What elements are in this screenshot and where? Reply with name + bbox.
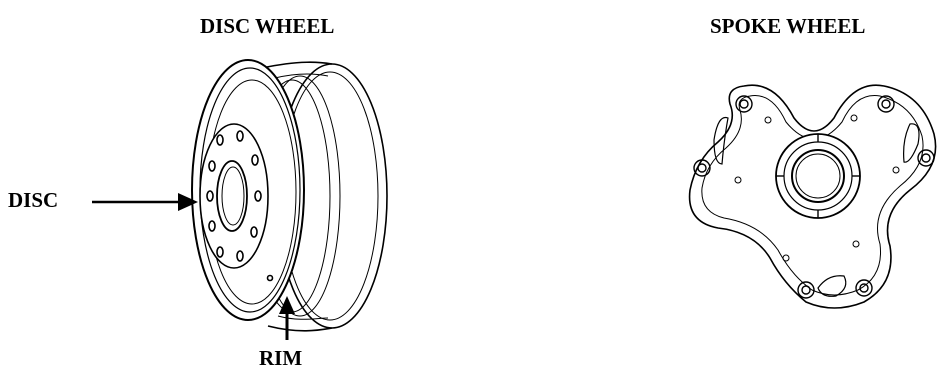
disc-wheel-drawing (192, 60, 387, 331)
spoke-wheel-drawing (690, 85, 936, 308)
disc-callout-arrow (92, 193, 198, 211)
